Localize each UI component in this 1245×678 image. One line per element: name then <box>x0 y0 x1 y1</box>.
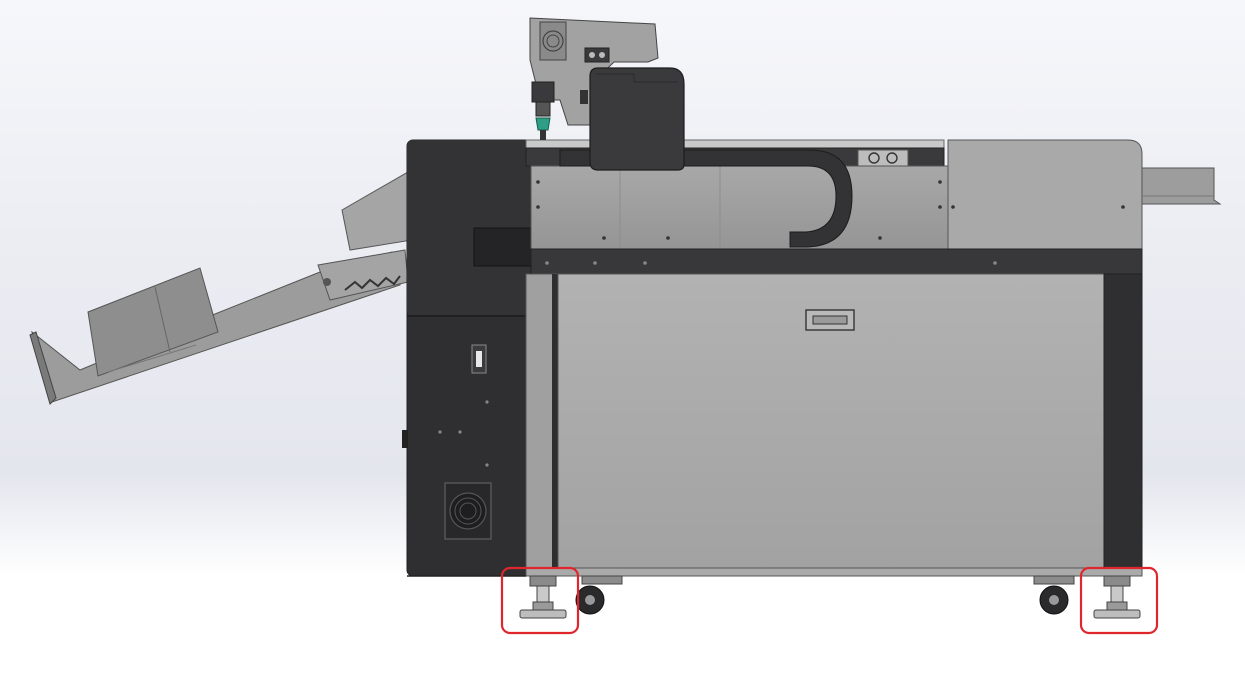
highlight-box-right <box>1079 566 1159 635</box>
cross-beam <box>530 248 1143 275</box>
caster-wheel-icon <box>575 575 623 615</box>
caster-wheel-icon <box>1033 575 1075 615</box>
handle-icon <box>805 309 855 331</box>
highlight-box-left <box>500 566 580 635</box>
leveling-foot-icon <box>519 575 567 619</box>
main-body-upper <box>530 165 950 250</box>
fan-grille-icon <box>444 482 492 540</box>
left-control-cabinet <box>402 139 537 577</box>
feeder-tray <box>29 171 413 405</box>
leveling-foot-icon <box>1093 575 1141 619</box>
tool-head <box>529 17 685 171</box>
lower-cabinet <box>525 273 1143 577</box>
cable-chain <box>559 149 853 248</box>
right-top-cover <box>947 139 1222 250</box>
